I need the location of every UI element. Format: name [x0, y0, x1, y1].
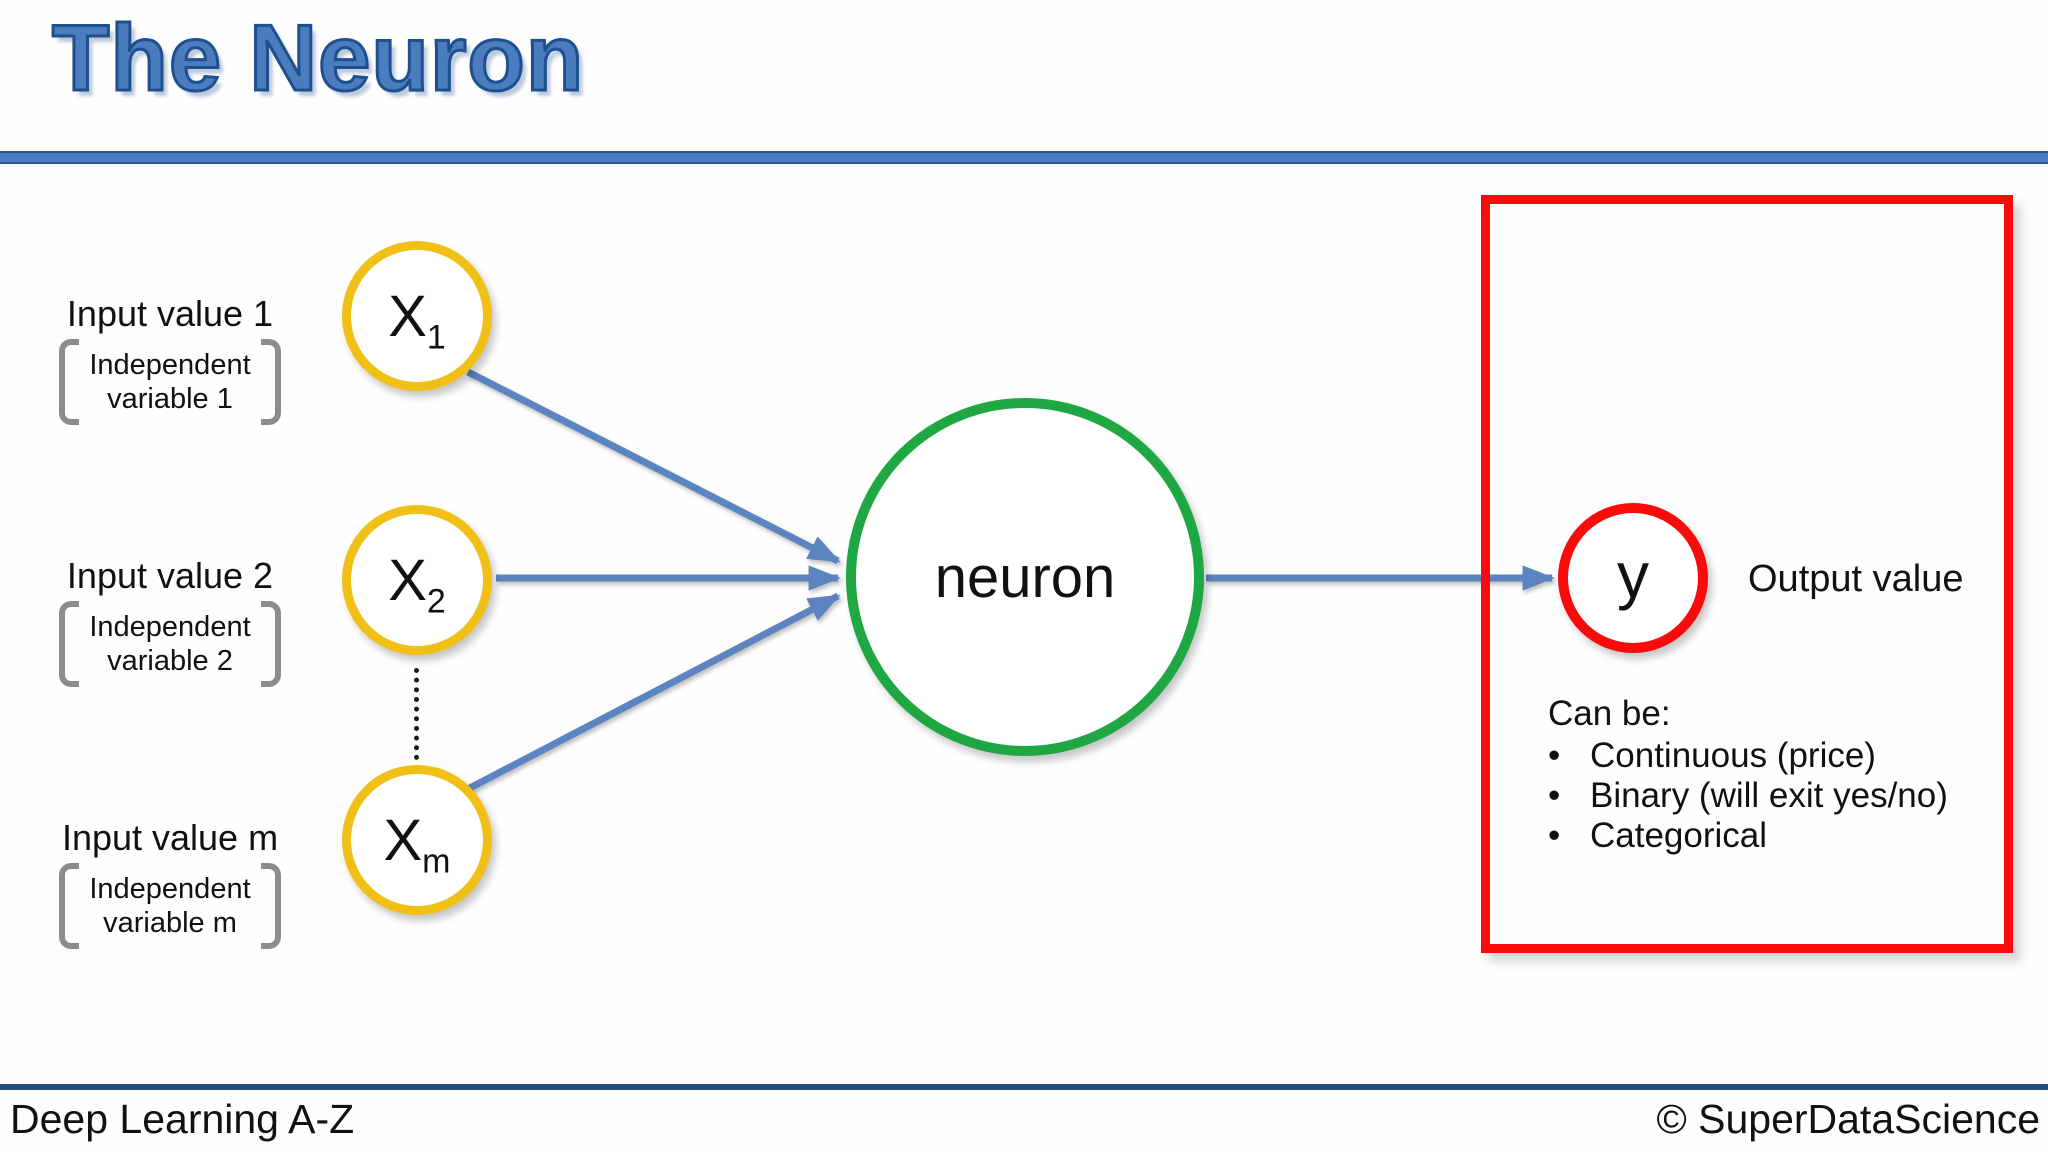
node-label-x1: X1 — [388, 283, 446, 357]
can-be-item-text: Continuous (price) — [1590, 736, 1876, 775]
input-label: Input value 1 — [66, 293, 274, 334]
can-be-title: Can be: — [1548, 694, 1671, 733]
node-label-xm: Xm — [383, 807, 451, 881]
can-be-list: Can be: • Continuous (price) • Binary (w… — [1548, 692, 1948, 856]
input-group-m: Input value m Independent variable m — [10, 816, 330, 949]
footer-course-title: Deep Learning A-Z — [10, 1096, 355, 1142]
output-value-label: Output value — [1748, 558, 1964, 600]
slide-title: The Neuron — [50, 4, 585, 112]
bullet-icon: • — [1548, 736, 1561, 775]
independent-variable-note: Independent variable 2 — [10, 601, 330, 687]
left-bracket-icon — [59, 339, 80, 425]
neuron-label: neuron — [934, 544, 1116, 610]
right-bracket-icon — [260, 339, 281, 425]
footer-divider — [0, 1084, 2048, 1090]
input-group-2: Input value 2 Independent variable 2 — [10, 554, 330, 687]
can-be-item-text: Binary (will exit yes/no) — [1590, 776, 1948, 815]
can-be-item-text: Categorical — [1590, 816, 1768, 855]
can-be-item: • Continuous (price) — [1548, 736, 1948, 776]
left-bracket-icon — [59, 601, 80, 687]
ellipsis-dots — [414, 668, 419, 760]
can-be-item: • Binary (will exit yes/no) — [1548, 776, 1948, 816]
input-node-xm: Xm — [342, 765, 492, 915]
right-bracket-icon — [260, 863, 281, 949]
output-node-y: y — [1558, 503, 1708, 653]
arrow-xm-to-neuron — [464, 592, 841, 794]
input-label: Input value 2 — [66, 555, 274, 596]
bullet-icon: • — [1548, 816, 1561, 855]
independent-variable-text: Independent variable 2 — [89, 611, 251, 677]
can-be-item: • Categorical — [1548, 816, 1948, 856]
independent-variable-note: Independent variable 1 — [10, 339, 330, 425]
footer-copyright: © SuperDataScience — [1656, 1096, 2040, 1142]
input-node-x2: X2 — [342, 505, 492, 655]
independent-variable-text: Independent variable m — [89, 873, 251, 939]
input-group-1: Input value 1 Independent variable 1 — [10, 292, 330, 425]
right-bracket-icon — [260, 601, 281, 687]
independent-variable-note: Independent variable m — [10, 863, 330, 949]
bullet-icon: • — [1548, 776, 1561, 815]
neuron-node: neuron — [846, 398, 1204, 756]
title-divider — [0, 151, 2048, 164]
independent-variable-text: Independent variable 1 — [89, 349, 251, 415]
output-node-label: y — [1617, 539, 1649, 611]
input-label: Input value m — [61, 817, 279, 858]
output-highlight-box — [1481, 195, 2013, 953]
arrow-x1-to-neuron — [466, 368, 841, 565]
node-label-x2: X2 — [388, 547, 446, 621]
left-bracket-icon — [59, 863, 80, 949]
input-node-x1: X1 — [342, 241, 492, 391]
